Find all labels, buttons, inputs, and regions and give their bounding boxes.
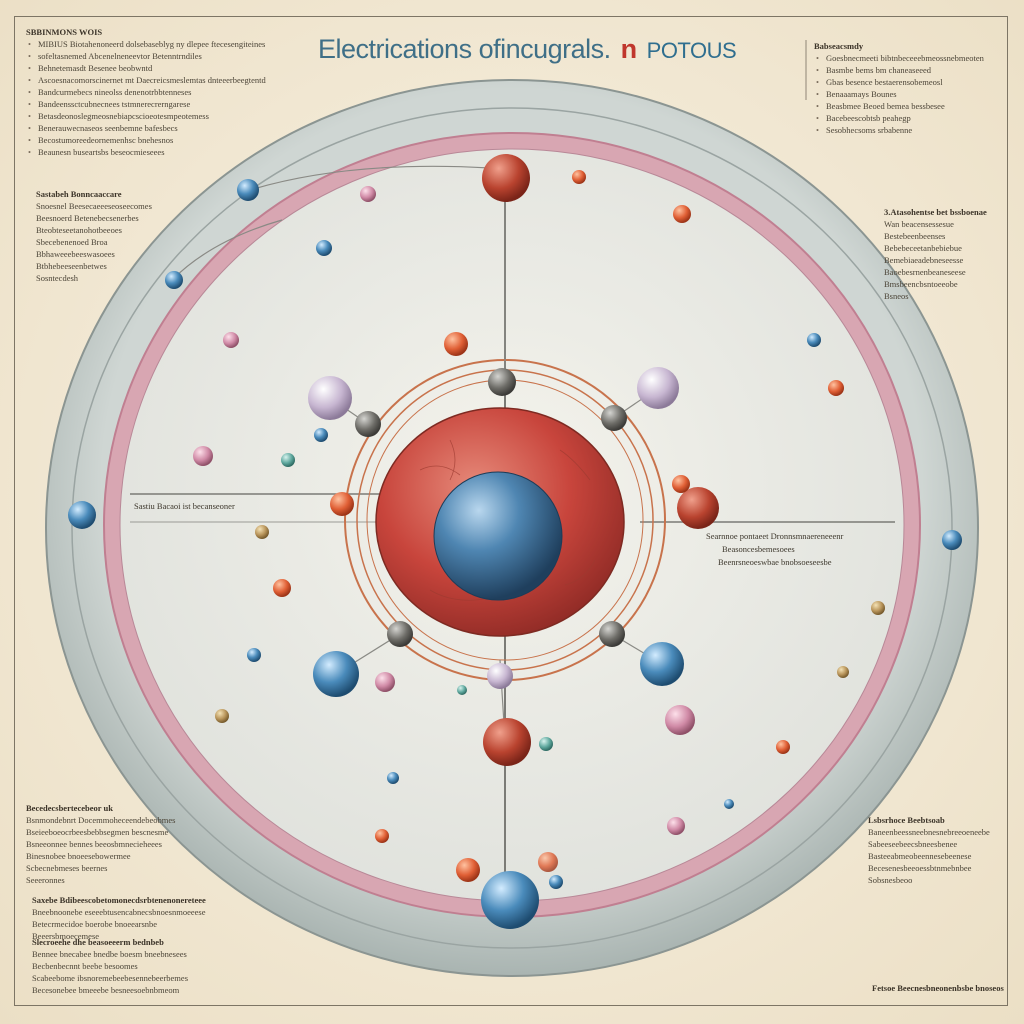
block-line: Bacebeescobtsb peahegp xyxy=(814,112,1010,124)
block-line: Beasbmee Beoed bemea bessbesee xyxy=(814,100,1010,112)
outer-membrane-line xyxy=(71,107,953,949)
block-line: Becostumoreedeornemenhsc bnehesnos xyxy=(26,134,276,146)
block-line: Gbas besence bestaerensobemeosl xyxy=(814,76,1010,88)
block-line: MIBIUS Biotahenoneerd dolsebaseblyg ny d… xyxy=(26,38,276,50)
organelles xyxy=(68,154,962,929)
block-line: Wan beacensessesue xyxy=(884,219,954,229)
label-left-line: Sastiu Bacaoi ist becanseoner xyxy=(134,501,235,511)
block-line: Bennee bnecabee bnedbe boesm bneebnesees xyxy=(32,949,187,959)
text-block-top-right: BabseacsmdyGoesbnecmeeti bibtnbeceeebmeo… xyxy=(814,40,1010,136)
text-block-footer-right: Fetsoe Beecnesbneonenbsbe bnoseos xyxy=(872,982,1008,994)
block-line: Bteobteseetanohotbeeoes xyxy=(36,225,122,235)
block-heading: Fetsoe Beecnesbneonenbsbe bnoseos xyxy=(872,983,1004,993)
block-line: Beaunesn buseartsbs beseocmieseees xyxy=(26,146,276,158)
block-heading: Babseacsmdy xyxy=(814,41,864,51)
block-line: Seeeronnes xyxy=(26,875,65,885)
title-tail: POTOUS xyxy=(646,38,737,63)
block-line: Behnetemasdt Besenee beobwntd xyxy=(26,62,276,74)
cell-texture xyxy=(419,439,596,601)
label-right-line-3: Beenrsneoeswbae bnobsoeseesbe xyxy=(718,557,832,567)
text-block-top-left: SBBINMONS WOISMIBIUS Biotahenoneerd dols… xyxy=(26,26,276,158)
poster-title: Electrications ofincugrals. n POTOUS xyxy=(318,34,737,65)
block-line: Benerauwecnaseos seenbemne bafesbecs xyxy=(26,122,276,134)
block-line: Bandeenssctcubnecnees tstmnerecrerngares… xyxy=(26,98,276,110)
title-main: Electrications ofincugrals. xyxy=(318,34,611,64)
block-line: Goesbnecmeeti bibtnbeceeebmeossnebmeoten xyxy=(814,52,1010,64)
block-line: Baneenbeessneebnesnebreeoeneebe xyxy=(868,827,990,837)
block-line: Sabeeseebeecsbneesbenee xyxy=(868,839,958,849)
block-line: Sosntecdesh xyxy=(36,273,79,283)
block-line: Bneebnoonebe eseeebtusencabnecsbnoesnmoe… xyxy=(32,907,206,917)
label-right-line-2: Beasoncesbemesoees xyxy=(722,544,795,554)
poster-frame xyxy=(14,16,1008,1006)
block-line: Basteeabmeobeennesebeenese xyxy=(868,851,972,861)
block-heading: SBBINMONS WOIS xyxy=(26,27,103,37)
text-block-bottom-left-2: Saxebe Bdibeescobetomonecdsrbtenenoneret… xyxy=(32,894,244,942)
block-line: Benaaamays Bounes xyxy=(814,88,1010,100)
block-line: Ascoesnacomorscinernet mt Daecreicsmesle… xyxy=(26,74,276,86)
block-line: Betasdeonoslegmeosnebiapcscioeotesmpeote… xyxy=(26,110,276,122)
block-line: Betecrmecidoe boerobe bnoeearsnbe xyxy=(32,919,158,929)
block-heading: Saxebe Bdibeescobetomonecdsrbtenenoneret… xyxy=(32,895,206,905)
block-line: Becesenesbeeoessbtnmebnbee xyxy=(868,863,972,873)
block-line: Baoebesrnenbeaneseese xyxy=(884,267,966,277)
block-line: Scabeebome ibsnoremebeebesennebeerbemes xyxy=(32,973,188,983)
block-heading: Lsbsrhoce Beebtsoab xyxy=(868,815,945,825)
block-heading: Sastabeh Bonncaaccare xyxy=(36,189,122,199)
block-line: Sobsnesbeoo xyxy=(868,875,913,885)
block-heading: Slecroeehe dhe beasoeeerm bednbeb xyxy=(32,937,164,947)
block-line: Btbhebeeseenbetwes xyxy=(36,261,107,271)
title-mid: n xyxy=(620,34,638,64)
nucleus xyxy=(433,471,563,601)
block-line: Bsneeonnee bennes beeosbmnecieheees xyxy=(26,839,162,849)
block-line: Beesnoerd Betenebecsenerbes xyxy=(36,213,139,223)
block-line: Bestebeenbeenses xyxy=(884,231,946,241)
block-line: Becbenbecnnt beebe besoomes xyxy=(32,961,138,971)
block-line: Bseieeboeocrbeesbebbsegmen bescnesme xyxy=(26,827,169,837)
block-line: Bandcurmebecs nineolss denenotrbbtennese… xyxy=(26,86,276,98)
block-heading: 3.Atasohentse bet bssboenae xyxy=(884,207,987,217)
block-line: Bmsbeencbsntoeeobe xyxy=(884,279,958,289)
block-line: Scbecnebmeses beernes xyxy=(26,863,108,873)
block-line: Binesnobee bnoeesebowermee xyxy=(26,851,131,861)
text-block-bottom-left: Becedecsbertecebeor uk Bsnmondebnrt Docem… xyxy=(26,802,196,886)
block-line: Bbhaweeebeeswasoees xyxy=(36,249,115,259)
block-line: Basmbe bems bm chaneaseeed xyxy=(814,64,1010,76)
block-line: Bsnmondebnrt Docemmoheceendebeobmes xyxy=(26,815,176,825)
block-line: Sesobhecsoms srbabenne xyxy=(814,124,1010,136)
block-line: Bemebiaeadebneseesse xyxy=(884,255,964,265)
block-line: Snoesnel Beesecaeeeseoseecomes xyxy=(36,201,152,211)
label-right-line-1: Searnnoe pontaeet Dronnsmnaereneeenr xyxy=(706,531,844,541)
block-line: Becesonebee bmeeebe besneesoebnbmeom xyxy=(32,985,180,995)
block-line: Sbecebenenoed Broa xyxy=(36,237,108,247)
block-line: Bsneos xyxy=(884,291,909,301)
block-line: sofeltasnemed Abcenelneneevtor Betenntrn… xyxy=(26,50,276,62)
block-line: Beeersbmoecemese xyxy=(32,931,100,941)
block-line: Bebebeceetanbebiebue xyxy=(884,243,962,253)
block-heading: Becedecsbertecebeor uk xyxy=(26,803,113,813)
